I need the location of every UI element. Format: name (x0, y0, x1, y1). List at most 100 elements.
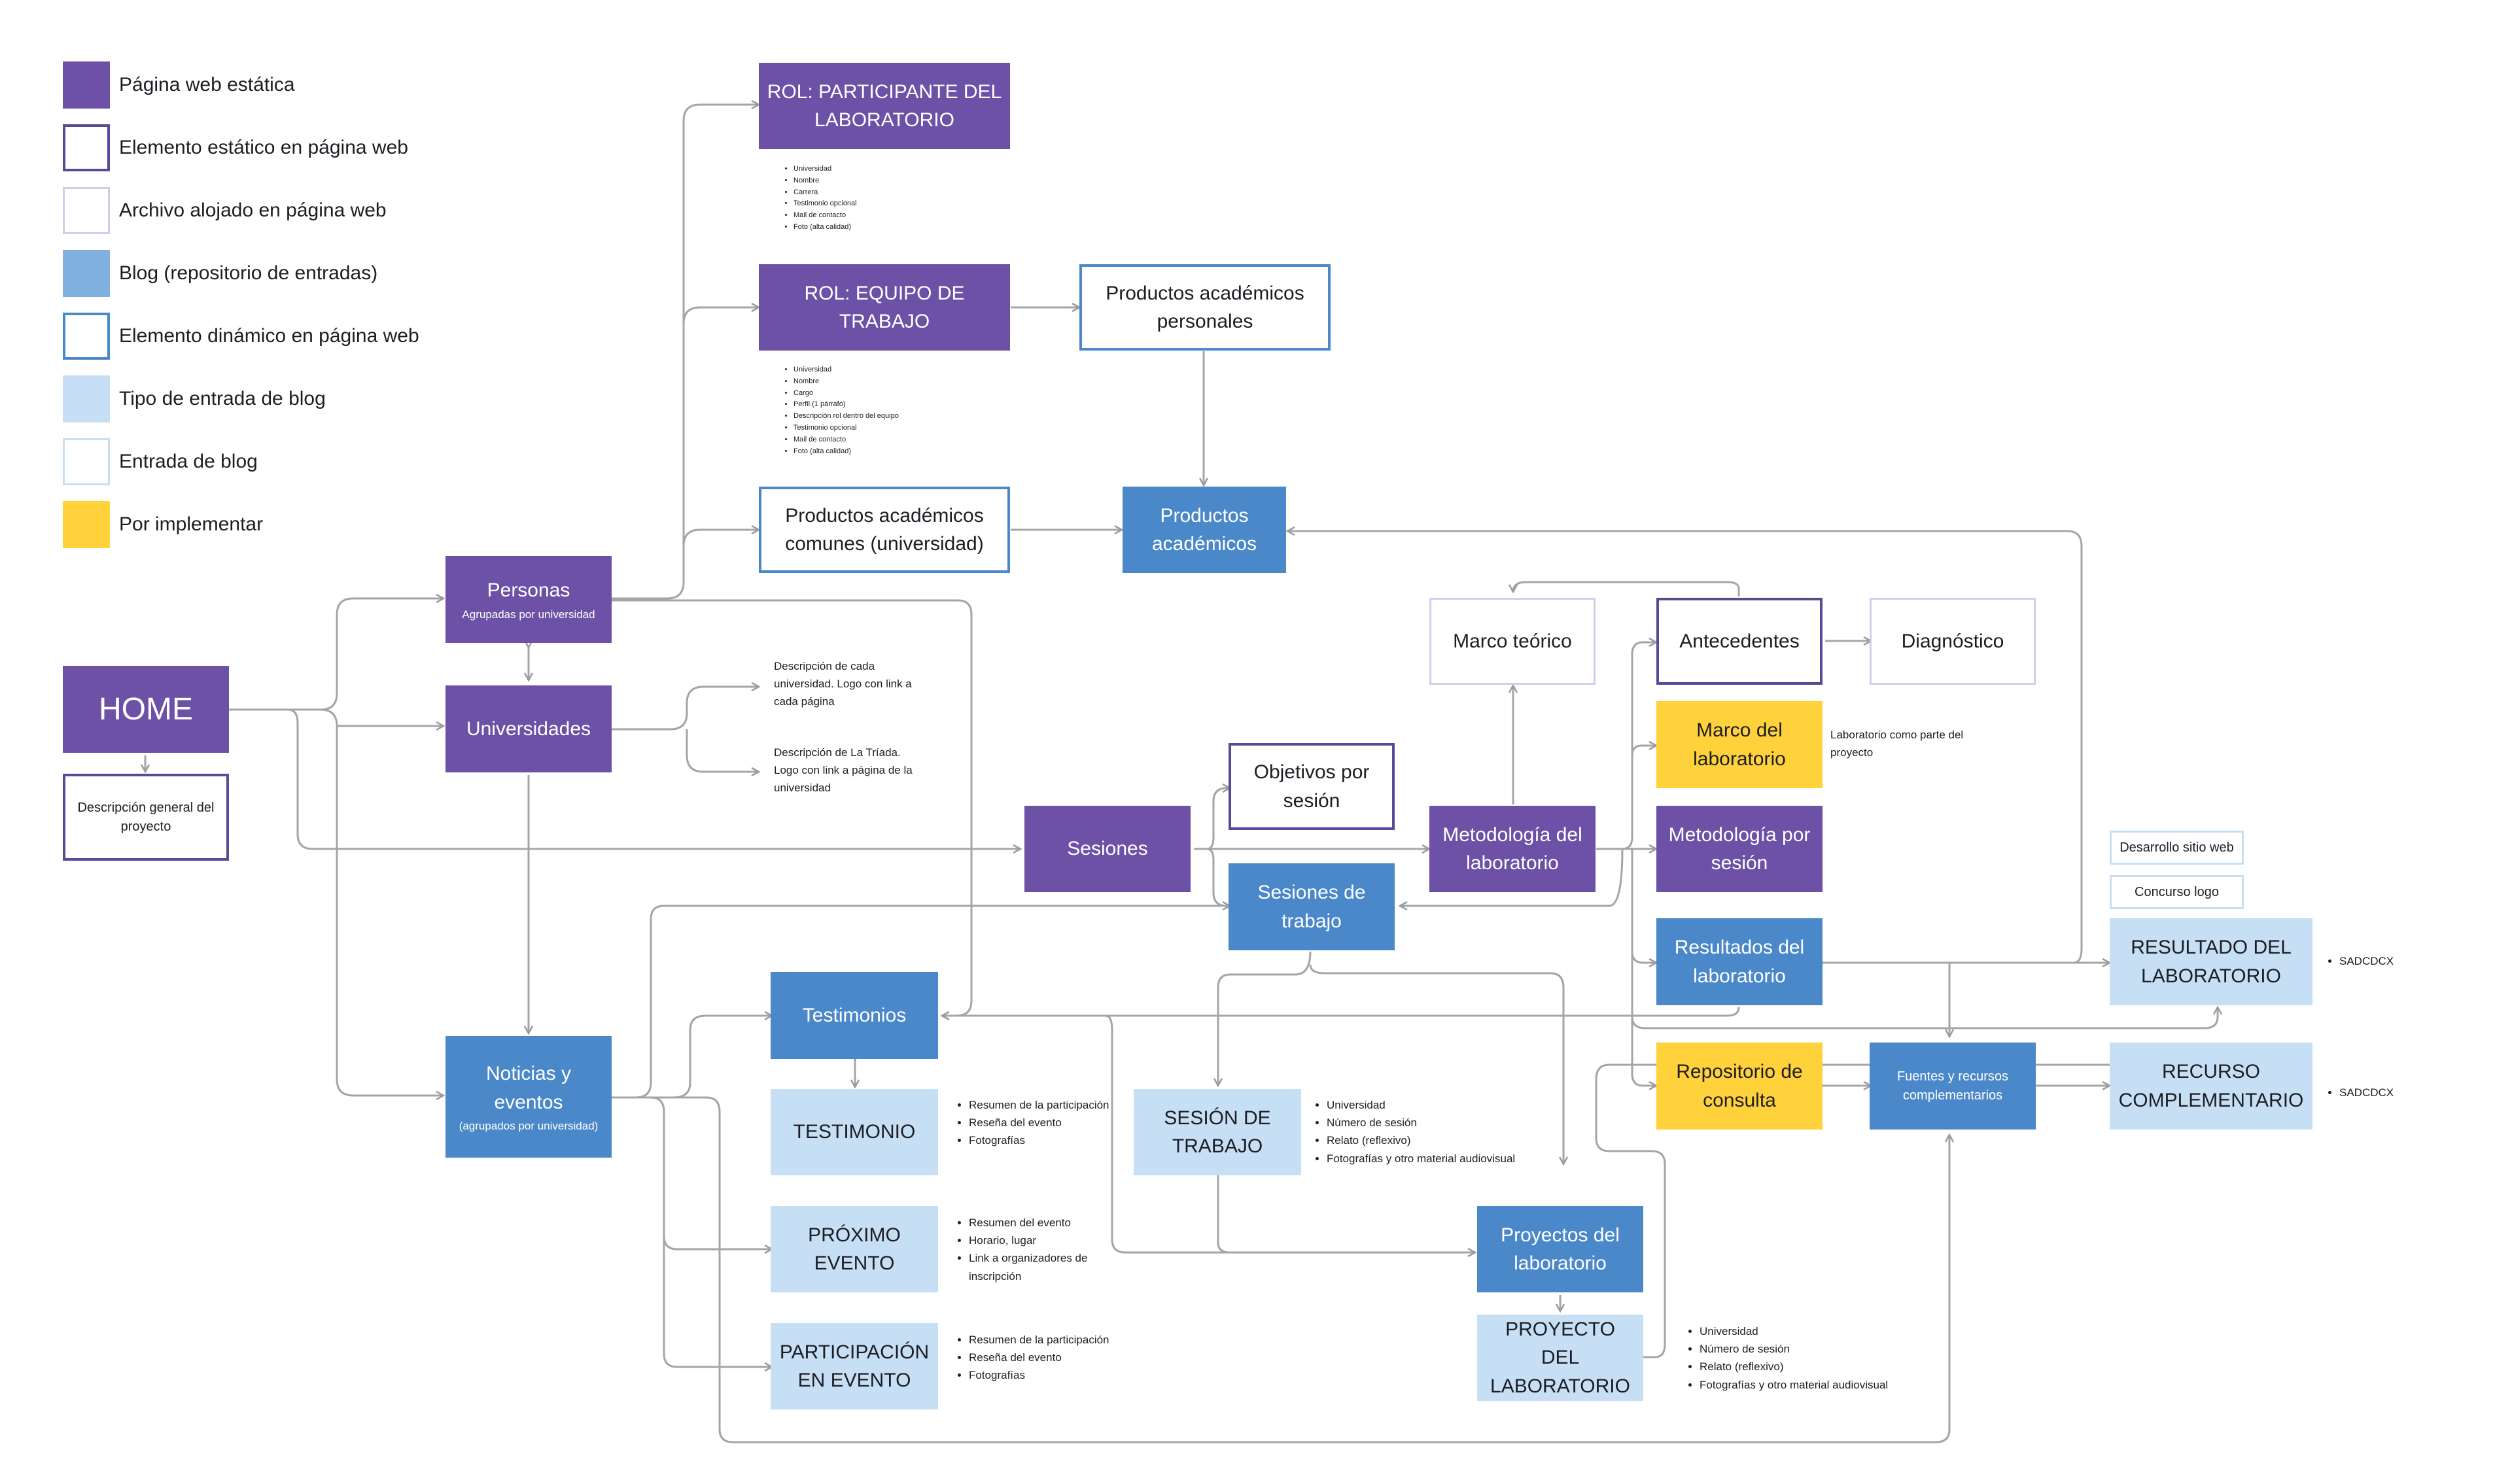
proyecto-fields-list: Universidad Número de sesión Relato (ref… (1688, 1322, 1948, 1394)
node-marco-teorico[interactable]: Marco teórico (1429, 598, 1596, 685)
edge-fuentes-resultado (1631, 1007, 2218, 1029)
legend-item-blog-entry: Entrada de blog (63, 438, 258, 485)
node-sesion-de-trabajo[interactable]: SESIÓN DE TRABAJO (1134, 1089, 1301, 1175)
node-label: Universidades (466, 717, 591, 740)
legend-swatch (63, 375, 110, 423)
resultado-fields-list: SADCDCX (2328, 952, 2394, 970)
field-item: Reseña del evento (969, 1349, 1113, 1366)
legend-label: Por implementar (119, 513, 264, 535)
edge-personas-roles (612, 105, 759, 600)
edge-noticias-participacion (663, 1236, 772, 1367)
legend-label: Entrada de blog (119, 451, 258, 472)
node-marco-laboratorio[interactable]: Marco del laboratorio (1656, 701, 1823, 788)
node-label: Desarrollo sitio web (2120, 840, 2234, 855)
marco-laboratorio-note: Laboratorio como parte del proyecto (1830, 729, 1964, 759)
field-item: Fotografías (969, 1366, 1113, 1384)
node-resultados-laboratorio[interactable]: Resultados del laboratorio (1656, 918, 1823, 1005)
node-label: Testimonios (802, 1004, 907, 1026)
node-label: ROL: EQUIPO DE TRABAJO (804, 282, 965, 333)
node-label: Productos académicos (1151, 504, 1257, 555)
legend-item-static-element: Elemento estático en página web (63, 124, 408, 171)
equipo-fields-list: Universidad Nombre Cargo Perfil (1 párra… (782, 364, 899, 458)
node-repositorio-consulta[interactable]: Repositorio de consulta (1656, 1043, 1823, 1130)
edge-testimonios-sesion (1105, 1014, 1475, 1252)
node-label: Fuentes y recursos complementarios (1896, 1069, 2009, 1103)
node-productos-comunes[interactable]: Productos académicos comunes (universida… (759, 487, 1010, 573)
node-label: Productos académicos personales (1106, 282, 1304, 333)
edge-univ-notes (612, 687, 759, 731)
node-sesiones[interactable]: Sesiones (1024, 806, 1191, 892)
field-item: Reseña del evento (969, 1114, 1113, 1131)
edge-sesionestrabajo-sesion (1218, 951, 1312, 1086)
edge-metodologia-antecedentes (1631, 642, 1656, 759)
node-desarrollo-sitio-web[interactable]: Desarrollo sitio web (2110, 831, 2244, 865)
field-item: Relato (reflexivo) (1327, 1131, 1562, 1149)
edge-sesionestrabajo-proyectos (1309, 964, 1563, 1164)
node-objetivos-por-sesion[interactable]: Objetivos por sesión (1229, 743, 1395, 830)
legend-item-blog: Blog (repositorio de entradas) (63, 250, 377, 297)
node-testimonio[interactable]: TESTIMONIO (771, 1089, 938, 1175)
field-item: Cargo (794, 388, 899, 400)
legend-swatch (63, 124, 110, 171)
field-item: Nombre (794, 376, 899, 388)
field-item: Carrera (794, 187, 857, 199)
field-item: Resumen de la participación (969, 1331, 1113, 1349)
node-label: SESIÓN DE TRABAJO (1164, 1107, 1271, 1158)
edge-metodologia-resultados (1631, 849, 1656, 963)
edge-antecedentes-marco (1513, 581, 1740, 596)
legend-swatch (63, 250, 110, 297)
node-metodologia-laboratorio[interactable]: Metodología del laboratorio (1429, 806, 1596, 892)
edge-home-noticias (336, 726, 444, 1096)
node-productos-personales[interactable]: Productos académicos personales (1079, 264, 1331, 351)
node-universidades[interactable]: Universidades (445, 685, 612, 772)
node-label: Objetivos por sesión (1253, 761, 1370, 812)
node-noticias-eventos[interactable]: Noticias y eventos (agrupados por univer… (445, 1036, 612, 1158)
node-rol-equipo[interactable]: ROL: EQUIPO DE TRABAJO (759, 264, 1010, 351)
node-label: Antecedentes (1679, 630, 1800, 652)
node-productos-academicos[interactable]: Productos académicos (1123, 487, 1286, 573)
node-label: Resultados del laboratorio (1674, 937, 1805, 987)
node-participacion-evento[interactable]: PARTICIPACIÓN EN EVENTO (771, 1323, 938, 1409)
edge-noticias-fuentes (612, 1096, 1949, 1443)
node-label: HOME (99, 691, 193, 727)
node-label: Descripción general del proyecto (77, 800, 215, 834)
node-sesiones-de-trabajo[interactable]: Sesiones de trabajo (1229, 863, 1395, 950)
node-metodologia-por-sesion[interactable]: Metodología por sesión (1656, 806, 1823, 892)
edge-metodologia-sesionestrabajo (1400, 848, 1624, 906)
node-home[interactable]: HOME (63, 666, 229, 753)
field-item: Fotografías y otro material audiovisual (1700, 1376, 1948, 1394)
node-home-description: Descripción general del proyecto (63, 774, 229, 861)
node-recurso-complementario[interactable]: RECURSO COMPLEMENTARIO (2110, 1043, 2312, 1130)
evento-fields-list: Resumen del evento Horario, lugar Link a… (957, 1214, 1119, 1285)
edge-sesiones-trabajo (1206, 848, 1230, 906)
node-label: Productos académicos comunes (universida… (785, 504, 984, 555)
node-label: PARTICIPACIÓN EN EVENTO (779, 1341, 930, 1392)
legend-label: Elemento dinámico en página web (119, 325, 419, 347)
node-proximo-evento[interactable]: PRÓXIMO EVENTO (771, 1206, 938, 1292)
node-testimonios[interactable]: Testimonios (771, 972, 938, 1059)
legend-swatch (63, 313, 110, 360)
participante-fields-list: Universidad Nombre Carrera Testimonio op… (782, 164, 857, 233)
field-item: Universidad (794, 164, 857, 175)
node-diagnostico[interactable]: Diagnóstico (1870, 598, 2036, 685)
node-proyectos-laboratorio[interactable]: Proyectos del laboratorio (1477, 1206, 1643, 1292)
legend-label: Archivo alojado en página web (119, 199, 387, 221)
legend-item-dynamic: Elemento dinámico en página web (63, 313, 419, 360)
legend-item-blog-type: Tipo de entrada de blog (63, 375, 326, 423)
node-label: PROYECTO DEL LABORATORIO (1490, 1318, 1630, 1397)
legend-item-file: Archivo alojado en página web (63, 187, 387, 234)
field-item: Mail de contacto (794, 434, 899, 446)
node-rol-participante[interactable]: ROL: PARTICIPANTE DEL LABORATORIO (759, 63, 1010, 149)
node-resultado-laboratorio[interactable]: RESULTADO DEL LABORATORIO (2110, 918, 2312, 1005)
node-personas[interactable]: Personas Agrupadas por universidad (445, 556, 612, 643)
node-proyecto-laboratorio[interactable]: PROYECTO DEL LABORATORIO (1477, 1315, 1643, 1401)
edge-home-personas (229, 598, 444, 711)
node-concurso-logo[interactable]: Concurso logo (2110, 875, 2244, 909)
legend-swatch (63, 61, 110, 109)
node-label: Concurso logo (2135, 884, 2219, 899)
node-antecedentes[interactable]: Antecedentes (1656, 598, 1823, 685)
node-fuentes-recursos[interactable]: Fuentes y recursos complementarios (1870, 1043, 2036, 1130)
edge-sesiones-objetivos (1194, 788, 1230, 850)
field-item: Foto (alta calidad) (794, 222, 857, 233)
